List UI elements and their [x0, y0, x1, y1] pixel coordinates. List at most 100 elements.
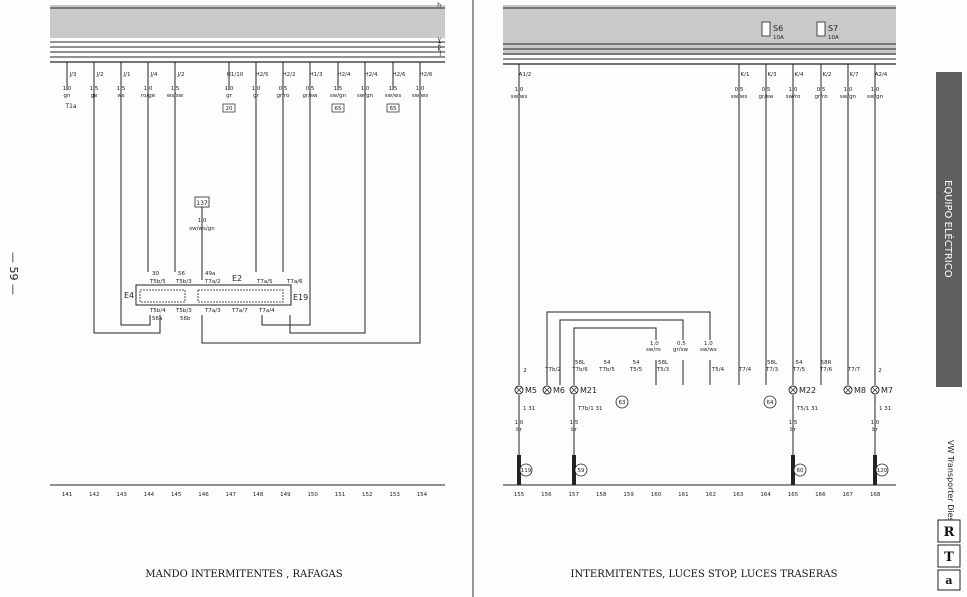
pin-label: H2/2 [283, 72, 296, 78]
ground-bar [873, 455, 877, 485]
fuse-s7: S7 10A [816, 21, 839, 41]
right-header-band [503, 5, 896, 55]
pin-label: K/3 [768, 72, 777, 78]
svg-text:sw/ro: sw/ro [646, 347, 661, 353]
ruler-number: 141 [62, 492, 73, 498]
pin-color: sw/gn [330, 93, 347, 99]
ref-box [331, 103, 345, 113]
ground-size: 1,0 [871, 420, 880, 426]
svg-text:10A: 10A [828, 35, 839, 41]
pin-size: 0,5 [279, 86, 288, 92]
pin-label: J/2 [177, 72, 185, 78]
lamp-cross [844, 386, 852, 394]
svg-text:T7a/5: T7a/5 [256, 279, 273, 285]
pin-label: K/4 [795, 72, 804, 78]
lamp-pin: T5/1 31 [796, 406, 818, 412]
label-e19: E19 [293, 293, 308, 302]
rail-label: k [438, 46, 442, 53]
pin-ref: 65 [335, 106, 342, 112]
logo-letter-t: T [944, 550, 954, 565]
svg-text:T7a/6: T7a/6 [286, 279, 303, 285]
ruler-number: 168 [870, 492, 881, 498]
switch-e4-box [139, 289, 186, 303]
page-number: — 59 — [7, 252, 20, 295]
connector-label: 2 [523, 368, 527, 374]
ruler-number: 160 [651, 492, 662, 498]
pin-label: H2/4 [365, 72, 378, 78]
rail-label: y [437, 36, 441, 43]
right-title: INTERMITENTES, LUCES STOP, LUCES TRASERA… [571, 569, 838, 580]
connector-label: 2 [878, 368, 882, 374]
pin-size: 1,0 [225, 86, 234, 92]
connector-label: T7/4 [738, 367, 752, 373]
lamp-label: M5 [525, 386, 537, 395]
ground-size: 1,5 [570, 420, 579, 426]
pin-color: gr [226, 93, 232, 99]
ground-ref: 60 [797, 468, 804, 474]
lamp-pin: 1 31 [879, 406, 891, 412]
wire-137: 137 1,0 sw/ws/gn [189, 196, 215, 280]
ruler-number: 145 [171, 492, 182, 498]
svg-text:gr/sw: gr/sw [673, 347, 688, 353]
circle-ref-64: 64 [763, 395, 777, 409]
pin-size: 1,5 [90, 86, 99, 92]
ruler-number: 155 [514, 492, 525, 498]
pin-label: K/2 [823, 72, 832, 78]
svg-text:63: 63 [619, 400, 626, 406]
connector-label: T5/4 [711, 367, 725, 373]
right-mid-wires [518, 90, 876, 460]
left-pins: J/31,0gnT1aJ/21,5geJ/11,5wsJ/41,0ro/geJ/… [63, 62, 433, 113]
rail-label: l [439, 51, 441, 58]
pin-label: H2/6 [393, 72, 406, 78]
connector-label: 54 [604, 360, 611, 366]
ruler-number: 161 [678, 492, 689, 498]
left-header-band [50, 5, 445, 38]
fuse-s6: S6 10A [761, 21, 784, 41]
ground-ref: 119 [521, 468, 532, 474]
pin-label: H1/10 [227, 72, 244, 78]
ruler-number: 154 [417, 492, 428, 498]
pin-label: H2/4 [338, 72, 351, 78]
right-pins: A1/21,0sw/wsK/10,5sw/wsK/30,5gr/swK/41,0… [511, 64, 888, 100]
pin-size: 1,5 [117, 86, 126, 92]
pin-label: K/1 [741, 72, 750, 78]
ground-size: 1,0 [515, 420, 524, 426]
connector-label: 58R [821, 360, 832, 366]
svg-text:1,0: 1,0 [704, 341, 713, 347]
logo-box-r [937, 519, 961, 543]
rail-label: z [438, 41, 441, 48]
ruler-number: 157 [569, 492, 580, 498]
lamp-label: M7 [881, 386, 893, 395]
logo-box-t [937, 544, 961, 568]
ruler-number: 158 [596, 492, 607, 498]
ground-color: br [872, 427, 878, 433]
ruler-number: 166 [815, 492, 826, 498]
ref-137: 137 [196, 200, 208, 207]
pin-size: 1,5 [389, 86, 398, 92]
svg-text:T7a/2: T7a/2 [204, 279, 221, 285]
connector-label: T7/7 [847, 367, 861, 373]
ground-ref-circle [519, 463, 533, 477]
circle-ref-63: 63 [615, 395, 629, 409]
lamp-cross [789, 386, 797, 394]
ruler-number: 153 [389, 492, 400, 498]
lamp-label: M8 [854, 386, 866, 395]
connector-label: T5/5 [629, 367, 643, 373]
sidebar: EQUIPO ELÉCTRICO VW Transporter Diesel R… [936, 72, 962, 591]
pin-label: J/3 [69, 72, 77, 78]
pin-label: K/7 [850, 72, 859, 78]
pin-size: 1,5 [171, 86, 180, 92]
wire-137-color: sw/ws/gn [189, 226, 215, 232]
sidebar-tab-text: EQUIPO ELÉCTRICO [942, 180, 955, 278]
ruler-number: 164 [760, 492, 771, 498]
sidebar-tab [936, 72, 962, 387]
ground-color: br [790, 427, 796, 433]
term-30: 30 [152, 271, 159, 277]
svg-text:S6: S6 [773, 24, 783, 33]
pin-size: 1,0 [361, 86, 370, 92]
ruler-number: 159 [623, 492, 634, 498]
connector-label: 54 [796, 360, 803, 366]
